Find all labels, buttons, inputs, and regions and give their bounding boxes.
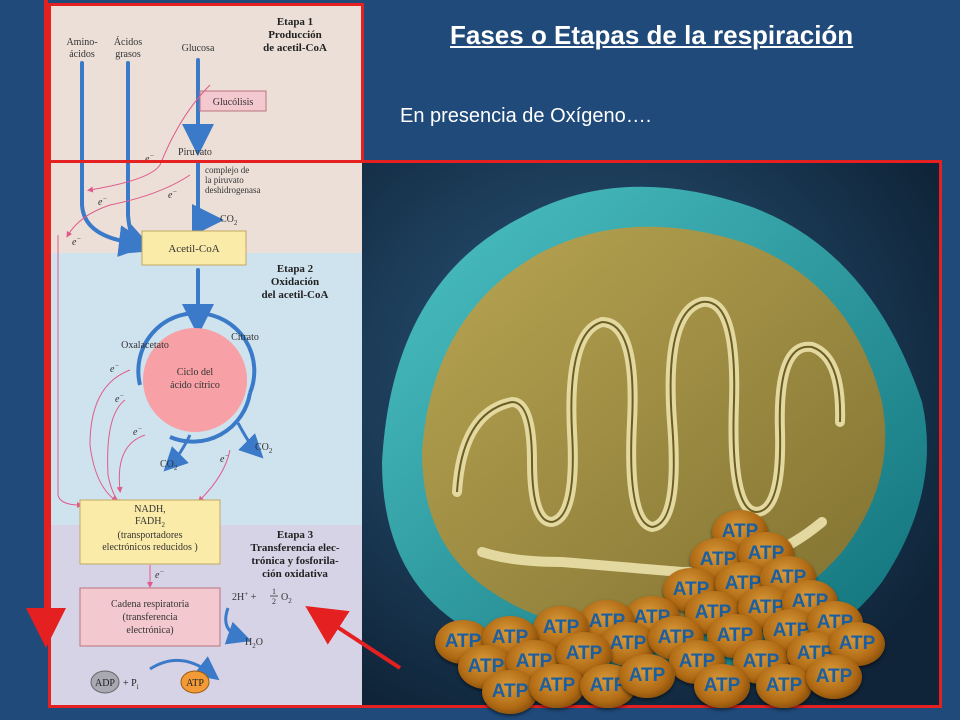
cycle-co2-arrow-2 bbox=[163, 434, 192, 472]
phosphate-label: + Pi bbox=[123, 678, 139, 691]
citrate-label: Citrato bbox=[231, 332, 259, 343]
slide-subtitle: En presencia de Oxígeno…. bbox=[400, 105, 652, 127]
adp-label: ADP bbox=[95, 678, 115, 689]
fatty-acids-arrow bbox=[119, 61, 155, 254]
electron-label-9: e− bbox=[155, 568, 164, 581]
cycle-ring-arrow bbox=[136, 311, 257, 394]
electron-arrow-stage1-long bbox=[57, 235, 83, 508]
electron-label-2: e− bbox=[168, 188, 177, 201]
glycolysis-label: Glucólisis bbox=[213, 97, 254, 108]
co2-label-stage2b: CO2 bbox=[160, 459, 178, 472]
water-label: H2O bbox=[245, 637, 263, 650]
half-numerator: 1 bbox=[272, 587, 276, 596]
carriers-label-line2: FADH2 bbox=[135, 516, 165, 529]
glycolysis-box bbox=[199, 90, 267, 112]
electron-carriers-box bbox=[79, 499, 221, 565]
stage1-label: Etapa 1 bbox=[277, 16, 313, 28]
amino-acids-label-line2: ácidos bbox=[69, 49, 95, 60]
electron-label-5: e− bbox=[110, 362, 119, 375]
half-denominator: 2 bbox=[272, 597, 276, 606]
cycle-label: Ciclo del bbox=[177, 367, 214, 378]
carriers-label-line3: (transportadores bbox=[118, 530, 183, 541]
pdh-label-line2: la piruvato bbox=[205, 175, 244, 185]
inner-membrane bbox=[422, 226, 886, 634]
cycle-label-line2: ácido cítrico bbox=[170, 380, 220, 391]
electron-arrow-cycle-1 bbox=[89, 369, 131, 502]
water-arrow bbox=[224, 607, 252, 645]
mitochondrion-svg bbox=[362, 162, 940, 705]
oxygen-molecule: O2 bbox=[281, 592, 292, 605]
cycle-ring-arrow-lower bbox=[169, 392, 252, 444]
stage2-label: Etapa 2 bbox=[277, 263, 314, 275]
electron-label-3: e− bbox=[98, 195, 107, 208]
carriers-label: NADH, bbox=[134, 504, 165, 515]
citric-acid-cycle bbox=[143, 328, 247, 432]
chain-label-line3: electrónica) bbox=[126, 625, 173, 636]
acetyl-coa-label: Acetil-CoA bbox=[168, 243, 219, 255]
slide-title: Fases o Etapas de la respiración bbox=[450, 20, 854, 50]
amino-acids-label: Amino- bbox=[66, 37, 97, 48]
chain-label-line2: (transferencia bbox=[123, 612, 179, 623]
mitochondrion-illustration bbox=[362, 162, 940, 705]
glucose-label: Glucosa bbox=[182, 43, 215, 54]
electron-arrow-cycle-3 bbox=[116, 434, 146, 493]
atp-label-diagram: ATP bbox=[186, 678, 204, 689]
adp-molecule bbox=[90, 670, 120, 694]
electron-arrow-pdh bbox=[66, 174, 191, 238]
fatty-acids-label-line2: grasos bbox=[115, 49, 141, 60]
electron-label-4: e− bbox=[72, 235, 81, 248]
oxaloacetate-label: Oxalacetato bbox=[121, 340, 169, 351]
electron-label-8: e− bbox=[220, 452, 229, 465]
stage2-label-line2: Oxidación bbox=[271, 276, 319, 288]
fatty-acids-label: Ácidos bbox=[114, 36, 142, 48]
oxygen-reaction: 2H+ + bbox=[232, 590, 257, 603]
respiratory-chain-box bbox=[79, 587, 221, 647]
co2-label-stage1: CO2 bbox=[220, 214, 238, 227]
atp-molecule bbox=[180, 670, 210, 694]
pdh-label-line3: deshidrogenasa bbox=[205, 185, 260, 195]
electron-arrow-cycle-2 bbox=[107, 399, 126, 506]
electron-label-7: e− bbox=[133, 425, 142, 438]
pdh-label: complejo de bbox=[205, 165, 249, 175]
carriers-label-line4: electrónicos reducidos ) bbox=[102, 542, 198, 553]
electron-label-1: e− bbox=[145, 152, 154, 165]
stage2-label-line3: del acetil-CoA bbox=[262, 289, 329, 301]
stage1-label-line3: de acetil-CoA bbox=[263, 42, 327, 54]
electron-arrow-glycolysis bbox=[87, 84, 211, 193]
diagram-svg: Etapa 1 Producción de acetil-CoA Etapa 2… bbox=[50, 5, 362, 705]
adp-to-atp-arrow bbox=[149, 656, 220, 681]
chain-label: Cadena respiratoria bbox=[111, 599, 190, 610]
electron-label-6: e− bbox=[115, 392, 124, 405]
acetyl-coa-box bbox=[141, 230, 247, 266]
stage3-label-line2: Transferencia elec- bbox=[250, 542, 339, 554]
respiration-diagram: Etapa 1 Producción de acetil-CoA Etapa 2… bbox=[50, 5, 362, 705]
cycle-co2-arrow-1 bbox=[236, 422, 264, 459]
electron-arrow-cycle-4 bbox=[197, 449, 231, 503]
stage3-label: Etapa 3 bbox=[277, 529, 314, 541]
stage3-label-line4: ción oxidativa bbox=[262, 568, 328, 580]
stage1-label-line2: Producción bbox=[268, 29, 322, 41]
pyruvate-label: Piruvato bbox=[178, 147, 212, 158]
stage3-label-line3: trónica y fosforila- bbox=[251, 555, 339, 567]
co2-label-stage2a: CO2 bbox=[255, 442, 273, 455]
